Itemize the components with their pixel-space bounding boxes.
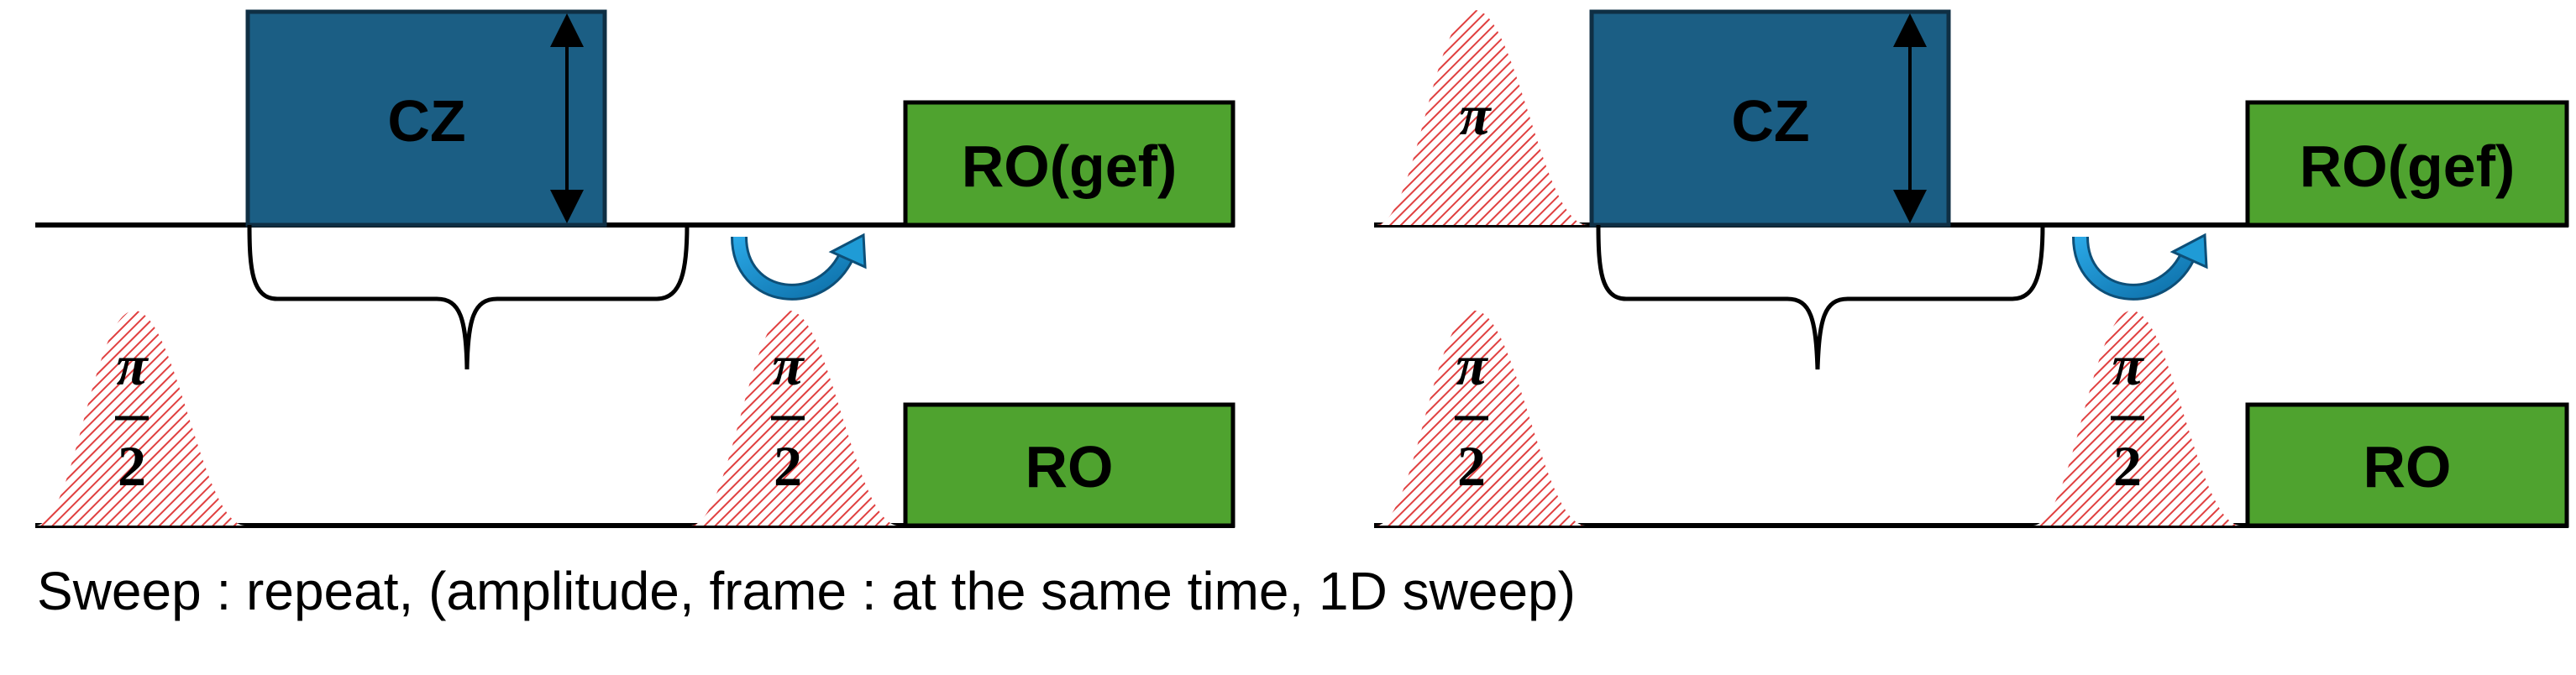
ro-gef-label: RO(gef) (962, 133, 1178, 199)
half-pi-denominator: 2 (774, 434, 802, 498)
ro-box: RO (903, 402, 1236, 528)
half-pi-numerator: π (116, 333, 149, 397)
sweep-caption: Sweep : repeat, (amplitude, frame : at t… (37, 561, 1576, 621)
cz-gate: CZ (1589, 9, 1951, 228)
pi-pulse: π (1376, 10, 1587, 225)
ro-gef-label: RO(gef) (2300, 133, 2516, 199)
ro-gef-box: RO(gef) (903, 100, 1236, 228)
ro-label: RO (1026, 434, 1114, 500)
half-pi-pulse: π 2 (690, 311, 899, 526)
half-pi-denominator: 2 (118, 434, 146, 498)
half-pi-numerator: π (772, 333, 805, 397)
ro-label: RO (2364, 434, 2452, 500)
cz-label: CZ (1731, 88, 1809, 154)
ro-box: RO (2245, 402, 2569, 528)
half-pi-denominator: 2 (1457, 434, 1486, 498)
panel-left: CZ RO(gef) RO π 2 (35, 9, 1236, 528)
frame-change-arrow-icon (2072, 233, 2208, 301)
half-pi-pulse: π 2 (35, 311, 245, 526)
delay-brace (1596, 224, 2045, 370)
delay-brace (247, 224, 690, 370)
half-pi-pulse: π 2 (2033, 311, 2241, 526)
half-pi-numerator: π (1456, 333, 1488, 397)
half-pi-numerator: π (2112, 333, 2144, 397)
frame-change-arrow-icon (731, 233, 867, 301)
cz-gate: CZ (245, 9, 607, 228)
pi-pulse-label: π (1459, 83, 1492, 147)
half-pi-denominator: 2 (2113, 434, 2142, 498)
panel-right: π CZ RO(gef) RO π (1374, 9, 2569, 528)
ro-gef-box: RO(gef) (2245, 100, 2569, 228)
half-pi-pulse: π 2 (1376, 311, 1586, 526)
cz-label: CZ (387, 88, 465, 154)
